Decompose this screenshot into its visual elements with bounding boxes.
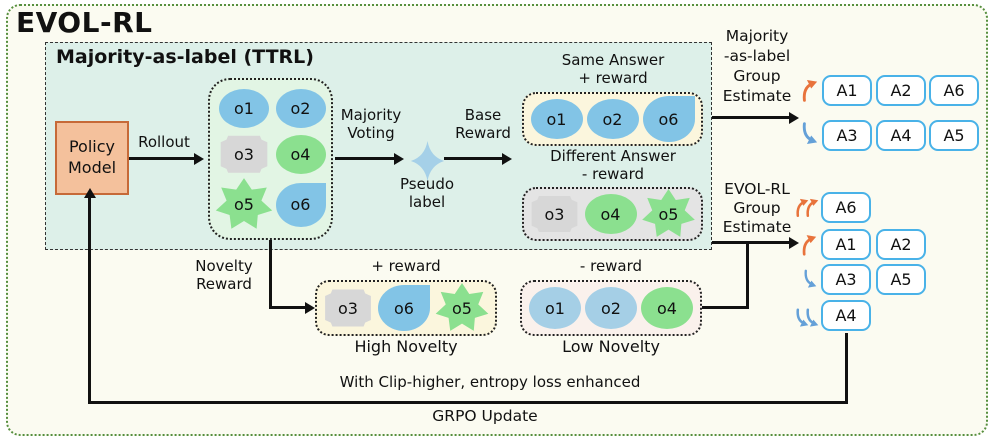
- rollout-chip-o5: o5: [215, 178, 273, 229]
- evol-answer-box-a6: A6: [821, 192, 871, 223]
- page-title: EVOL-RL: [16, 6, 153, 39]
- low-chip-o2: o2: [585, 287, 637, 329]
- pseudo-label-text: Pseudo label: [399, 175, 455, 211]
- base-reward-arrow: [444, 157, 503, 160]
- high-chip-o6: o6: [378, 285, 430, 331]
- a4-connector-line: [845, 333, 848, 403]
- low-to-evol-hline: [702, 306, 749, 309]
- same-chip-o1: o1: [530, 99, 583, 139]
- clip-higher-caption: With Clip-higher, entropy loss enhanced: [339, 373, 641, 391]
- answer-box-a6: A6: [929, 75, 979, 106]
- up-arrow-icon: [801, 233, 817, 258]
- down-arrow-icon: [803, 267, 817, 290]
- same-chip-o2: o2: [586, 99, 639, 139]
- high-chip-o5: o5: [435, 283, 489, 331]
- majority-group-estimate-arrow: [712, 116, 790, 119]
- evol-answer-box-a5: A5: [876, 264, 926, 295]
- different-answer-label: Different Answer - reward: [550, 147, 676, 183]
- majority-voting-label: Majority Voting: [340, 106, 402, 142]
- evol-answer-box-a2: A2: [876, 229, 926, 260]
- answer-box-a5: A5: [929, 120, 979, 151]
- rollout-chip-o3: o3: [220, 135, 268, 173]
- grpo-update-caption: GRPO Update: [432, 407, 538, 425]
- double-down-arrow-icon: [795, 306, 819, 329]
- high-novelty-label: High Novelty: [354, 337, 458, 356]
- different-answer-box: o3 o4 o5: [522, 187, 703, 241]
- novelty-connector-vline: [269, 240, 272, 309]
- diff-chip-o5: o5: [642, 189, 695, 237]
- evol-answer-box-a3: A3: [821, 264, 871, 295]
- novelty-reward-arrow: [269, 306, 306, 309]
- down-arrow-icon: [801, 120, 818, 146]
- rollout-label: Rollout: [138, 133, 190, 151]
- base-reward-label: Base Reward: [455, 106, 511, 142]
- low-to-evol-vline: [746, 243, 749, 309]
- majority-voting-arrow: [335, 157, 395, 160]
- diff-chip-o3: o3: [531, 195, 578, 233]
- minus-reward-label: - reward: [579, 257, 643, 275]
- evol-answer-box-a1: A1: [821, 229, 871, 260]
- grpo-feedback-line: [88, 401, 848, 404]
- majority-group-estimate-label: Majority -as-label Group Estimate: [722, 27, 792, 105]
- rollout-arrow: [129, 157, 195, 160]
- rollout-chip-o2: o2: [275, 89, 326, 129]
- low-novelty-box: o1 o2 o4: [520, 280, 702, 336]
- grpo-feedback-arrow: [88, 197, 91, 404]
- answer-box-a1: A1: [822, 75, 872, 106]
- answer-box-a2: A2: [876, 75, 926, 106]
- evol-group-estimate-label: EVOL-RL Group Estimate: [722, 180, 792, 236]
- answer-box-a3: A3: [822, 120, 872, 151]
- low-chip-o1: o1: [529, 287, 581, 329]
- plus-reward-label: + reward: [371, 257, 441, 275]
- evol-answer-box-a4: A4: [821, 300, 871, 331]
- rollout-chip-o1: o1: [219, 89, 269, 129]
- same-answer-box: o1 o2 o6: [522, 92, 703, 146]
- low-novelty-label: Low Novelty: [562, 337, 660, 356]
- policy-model-box: Policy Model: [55, 121, 129, 195]
- same-chip-o6: o6: [642, 96, 695, 142]
- rollout-samples-box: o1 o2 o3 o4 o5 o6: [208, 78, 333, 240]
- rollout-chip-o4: o4: [275, 134, 326, 174]
- low-chip-o4: o4: [641, 287, 693, 329]
- same-answer-label: Same Answer + reward: [561, 51, 665, 87]
- high-novelty-box: o3 o6 o5: [315, 280, 497, 336]
- pseudo-label-star-icon: [410, 141, 445, 181]
- double-up-arrow-icon: [795, 196, 819, 220]
- up-arrow-icon: [801, 78, 818, 104]
- novelty-reward-label: Novelty Reward: [195, 257, 253, 293]
- high-chip-o3: o3: [325, 289, 371, 327]
- diff-chip-o4: o4: [584, 194, 637, 234]
- evol-group-estimate-arrow: [712, 241, 790, 244]
- rollout-chip-o6: o6: [275, 182, 326, 227]
- ttrl-title: Majority-as-label (TTRL): [56, 46, 314, 68]
- answer-box-a4: A4: [876, 120, 926, 151]
